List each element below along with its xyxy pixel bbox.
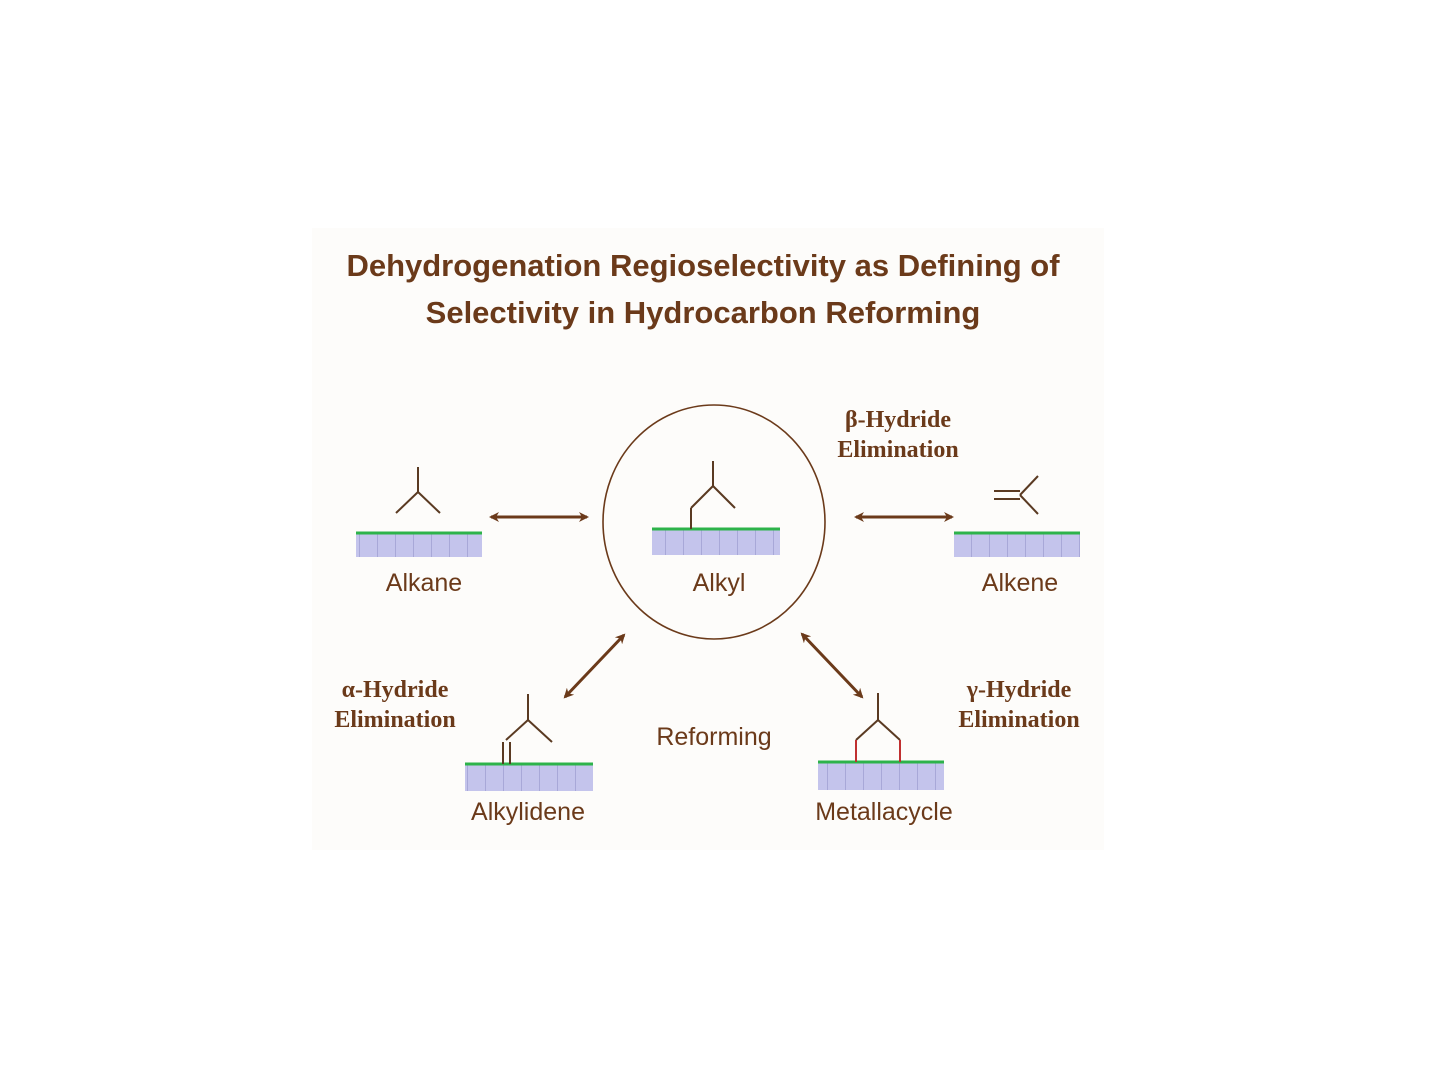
title-line-1: Dehydrogenation Regioselectivity as Defi… [346, 248, 1060, 283]
alkyl-label: Alkyl [693, 569, 746, 597]
beta-elimination-label: Elimination [837, 437, 958, 463]
beta-hydride-label: β-Hydride [845, 407, 951, 433]
alpha-elimination-label: Elimination [334, 707, 455, 733]
reforming-label: Reforming [656, 723, 771, 751]
title-line-2: Selectivity in Hydrocarbon Reforming [426, 295, 981, 330]
gamma-hydride-label: γ-Hydride [966, 677, 1072, 703]
alkane-label: Alkane [386, 569, 462, 597]
alkylidene-label: Alkylidene [471, 798, 585, 826]
alkene-surface [954, 533, 1080, 557]
alkene-label: Alkene [982, 569, 1058, 597]
metallacycle-label: Metallacycle [815, 798, 953, 826]
gamma-elimination-label: Elimination [958, 707, 1079, 733]
metallacycle-surface [818, 762, 944, 790]
alpha-hydride-label: α-Hydride [342, 677, 449, 703]
alkylidene-surface [465, 764, 593, 791]
alkyl-surface [652, 529, 780, 555]
alkane-surface [356, 533, 482, 557]
